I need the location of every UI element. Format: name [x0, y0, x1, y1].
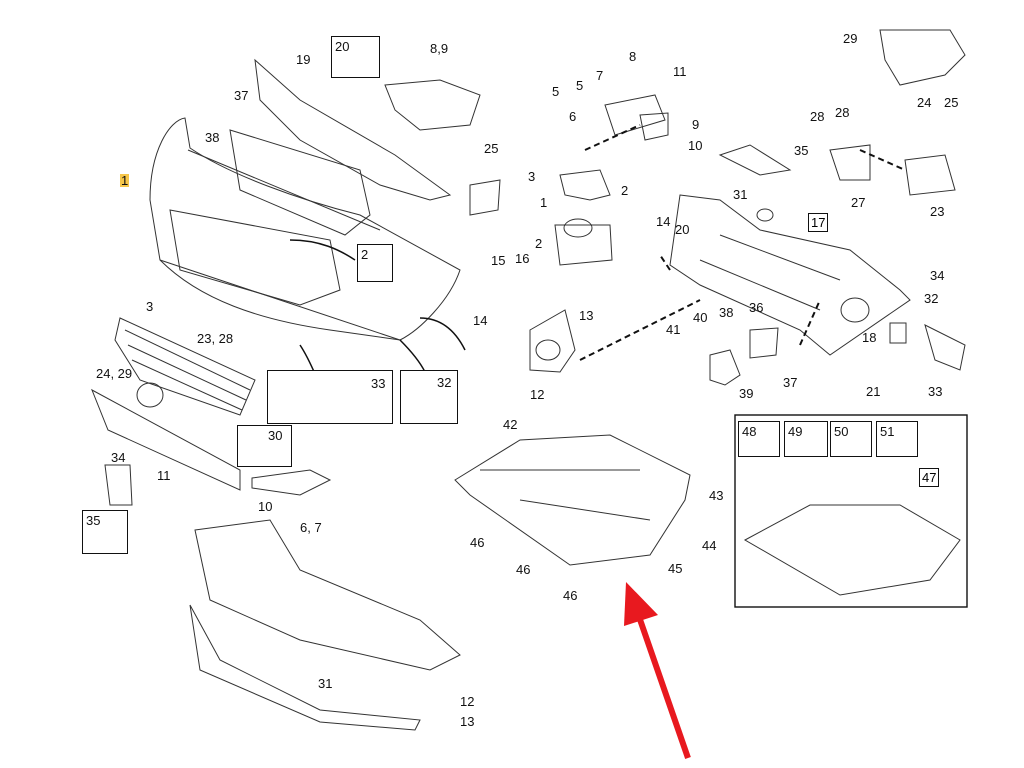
- callout-17: 17: [808, 213, 829, 232]
- label-1r: 1: [540, 195, 548, 210]
- label-41: 41: [666, 322, 681, 337]
- lower-spoiler: [189, 519, 461, 731]
- label-33r: 33: [928, 384, 943, 399]
- bracket-25: [469, 179, 501, 216]
- label-6: 6: [569, 109, 577, 124]
- kit-item-50: 50: [830, 421, 872, 457]
- label-1: 1: [120, 173, 130, 188]
- label-20r: 20: [675, 222, 690, 237]
- label-39: 39: [739, 386, 754, 401]
- label-27: 27: [851, 195, 866, 210]
- front-bumper-cover: [149, 117, 461, 341]
- label-23-28: 23, 28: [197, 331, 234, 346]
- radiator-support: [229, 58, 481, 236]
- label-42: 42: [503, 417, 518, 432]
- label-23r: 23: [930, 204, 945, 219]
- kit-item-49: 49: [784, 421, 828, 457]
- callout-32: 32: [400, 370, 458, 424]
- label-35r: 35: [794, 143, 809, 158]
- label-45: 45: [668, 561, 683, 576]
- label-7: 7: [596, 68, 604, 83]
- rear-mount: [529, 309, 779, 386]
- engine-mount-upper: [554, 94, 669, 266]
- label-46c: 46: [563, 588, 578, 603]
- bushing-18: [889, 322, 907, 344]
- label-3r: 3: [528, 169, 536, 184]
- label-37: 37: [234, 88, 249, 103]
- bracket-32r: [924, 324, 966, 371]
- label-31r: 31: [733, 187, 748, 202]
- label-15: 15: [491, 253, 506, 268]
- lower-grille: [91, 388, 241, 491]
- mount-27: [829, 144, 871, 181]
- kit-item-51: 51: [876, 421, 918, 457]
- label-13: 13: [460, 714, 475, 729]
- callout-47: 47: [919, 468, 940, 487]
- label-10: 10: [258, 499, 273, 514]
- bracket-34: [104, 464, 133, 506]
- label-11: 11: [157, 468, 171, 483]
- label-2r: 2: [621, 183, 629, 198]
- callout-30: 30: [237, 425, 292, 467]
- callout-35: 35: [82, 510, 128, 554]
- assembly-lines: [579, 124, 906, 361]
- label-25r: 25: [944, 95, 959, 110]
- leader-curves: [289, 239, 466, 386]
- label-25: 25: [484, 141, 499, 156]
- kit-item-48: 48: [738, 421, 780, 457]
- label-9: 9: [692, 117, 700, 132]
- bracket-31: [718, 144, 792, 176]
- engine-undertray: [454, 434, 691, 566]
- label-24-29: 24, 29: [96, 366, 133, 381]
- label-38r: 38: [719, 305, 734, 320]
- label-43: 43: [709, 488, 724, 503]
- callout-33: 33: [267, 370, 393, 424]
- kit-box: [734, 414, 968, 608]
- label-10r: 10: [688, 138, 703, 153]
- front-grille: [114, 317, 256, 416]
- label-24: 24: [917, 95, 932, 110]
- label-46a: 46: [470, 535, 485, 550]
- label-44: 44: [702, 538, 717, 553]
- label-36: 36: [749, 300, 764, 315]
- front-subframe: [669, 194, 911, 356]
- bracket-29: [879, 29, 966, 86]
- callout-20: 20: [331, 36, 380, 78]
- label-40: 40: [693, 310, 708, 325]
- label-3: 3: [146, 299, 154, 314]
- label-8-9: 8,9: [430, 41, 449, 56]
- label-19: 19: [296, 52, 311, 67]
- label-18: 18: [862, 330, 877, 345]
- label-6-7: 6, 7: [300, 520, 322, 535]
- label-8: 8: [629, 49, 637, 64]
- label-28b: 28: [835, 105, 850, 120]
- label-29: 29: [843, 31, 858, 46]
- label-32r: 32: [924, 291, 939, 306]
- label-28a: 28: [810, 109, 825, 124]
- label-2r-b: 2: [535, 236, 543, 251]
- label-34: 34: [111, 450, 126, 465]
- label-21: 21: [866, 384, 881, 399]
- label-31: 31: [318, 676, 333, 691]
- label-34r: 34: [930, 268, 945, 283]
- label-14b: 14: [473, 313, 488, 328]
- label-38: 38: [205, 130, 220, 145]
- side-trim: [251, 469, 332, 496]
- label-5b: 5: [576, 78, 584, 93]
- label-13r: 13: [579, 308, 594, 323]
- label-46b: 46: [516, 562, 531, 577]
- red-arrow: [624, 582, 691, 759]
- label-12: 12: [460, 694, 475, 709]
- label-16: 16: [515, 251, 530, 266]
- label-5a: 5: [552, 84, 560, 99]
- kit-undertray: [743, 504, 961, 596]
- mount-23: [904, 154, 956, 196]
- label-12r: 12: [530, 387, 545, 402]
- label-11r: 11: [673, 64, 687, 79]
- label-37r: 37: [783, 375, 798, 390]
- label-14a: 14: [656, 214, 671, 229]
- callout-2: 2: [357, 244, 393, 282]
